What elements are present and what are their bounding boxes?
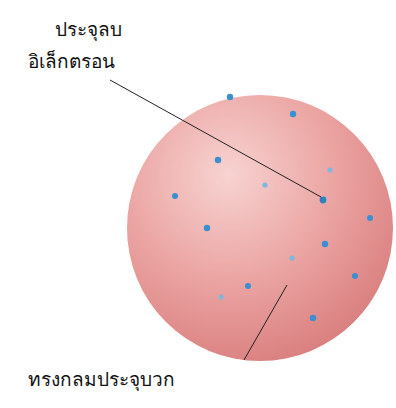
electron-dots (172, 94, 373, 321)
electron-label: อิเล็กตรอน (28, 50, 115, 73)
leader-line (110, 80, 321, 197)
sphere-label: ทรงกลมประจุบวก (28, 368, 175, 391)
leader-line (244, 285, 287, 360)
charge-label: ประจุลบ (55, 18, 122, 41)
positive-sphere (127, 95, 393, 361)
